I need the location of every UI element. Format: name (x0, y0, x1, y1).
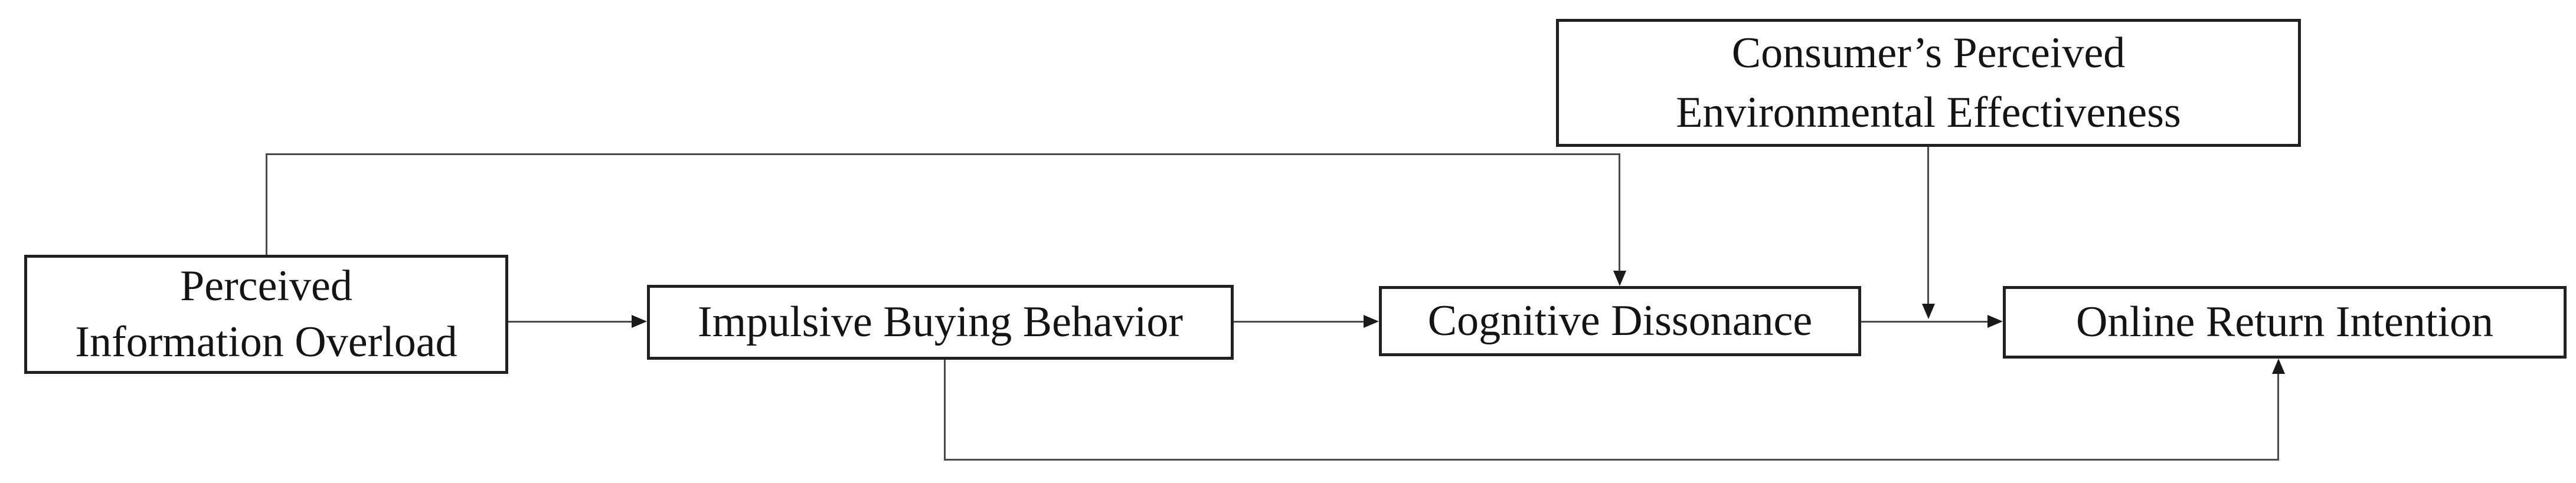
edge-ibb-to-ori-vertical-segment-1 (944, 360, 946, 460)
edge-ibb-to-cd-line (1234, 321, 1364, 323)
edge-cd-to-ori-arrowhead-icon (1987, 315, 2003, 328)
node-label: Impulsive Buying Behavior (697, 298, 1184, 347)
edge-pio-to-cd-vertical-segment-2 (1619, 153, 1620, 272)
edge-ibb-to-ori-vertical-segment-2 (2277, 373, 2279, 460)
edge-ibb-to-ori-arrowhead-icon (2272, 359, 2285, 374)
node-cognitive-dissonance: Cognitive Dissonance (1379, 286, 1861, 356)
edge-pio-to-ibb-line (508, 321, 632, 323)
node-impulsive-buying-behavior: Impulsive Buying Behavior (647, 285, 1234, 360)
edge-ibb-to-cd-arrowhead-icon (1364, 315, 1379, 328)
node-label-line: Information Overload (75, 318, 457, 366)
node-online-return-intention: Online Return Intention (2003, 286, 2567, 359)
edge-pio-to-ibb-arrowhead-icon (632, 315, 647, 328)
node-label: Online Return Intention (2076, 298, 2493, 347)
node-label-line: Perceived (180, 262, 352, 311)
edge-cpee-moderator-arrowhead-icon (1922, 304, 1935, 319)
edge-cpee-moderator-vertical-segment (1927, 147, 1929, 305)
node-label-line: Consumer’s Perceived (1731, 28, 2126, 77)
node-consumer-perceived-environmental-effectiveness: Consumer’s Perceived Environmental Effec… (1556, 19, 2301, 147)
edge-pio-to-cd-arrowhead-icon (1613, 271, 1626, 286)
edge-pio-to-cd-vertical-segment-1 (266, 153, 267, 255)
node-label-line: Environmental Effectiveness (1676, 88, 2181, 137)
node-perceived-information-overload: Perceived Information Overload (24, 255, 508, 374)
edge-cd-to-ori-line (1861, 321, 1987, 323)
edge-ibb-to-ori-horizontal-segment (944, 459, 2279, 461)
node-label: Cognitive Dissonance (1427, 297, 1813, 346)
edge-pio-to-cd-horizontal-segment (266, 153, 1620, 155)
